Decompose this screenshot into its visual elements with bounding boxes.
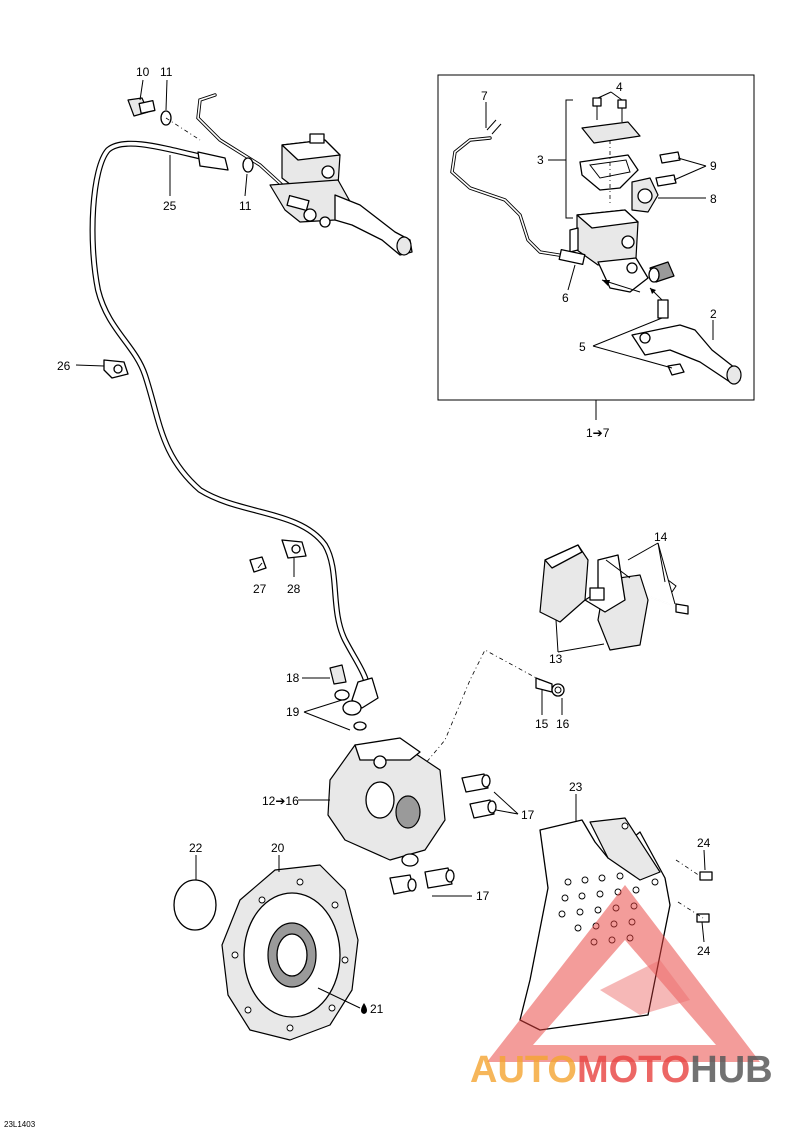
callout-11-bottom: 11 bbox=[239, 199, 252, 213]
callout-26: 26 bbox=[57, 359, 71, 373]
callout-2: 2 bbox=[710, 307, 717, 321]
document-id: 23L1403 bbox=[4, 1120, 36, 1129]
callout-11-top: 11 bbox=[160, 65, 173, 79]
watermark-triangle-logo bbox=[487, 885, 760, 1062]
o-ring bbox=[173, 879, 217, 931]
bleeder-valve bbox=[535, 677, 565, 697]
kit-switch-wire bbox=[450, 119, 586, 266]
callout-labels: 1➔7 2 3 4 5 6 7 8 9 10 11 11 12➔16 13 14… bbox=[57, 65, 717, 1016]
callout-27: 27 bbox=[253, 582, 267, 596]
watermark-part-moto: MOTO bbox=[577, 1049, 690, 1091]
callout-17-lower: 17 bbox=[476, 889, 490, 903]
callout-6: 6 bbox=[562, 291, 569, 305]
callout-25: 25 bbox=[163, 199, 177, 213]
callout-21: 21 bbox=[370, 1002, 384, 1016]
callout-1-to-7: 1➔7 bbox=[586, 426, 610, 440]
master-cylinder-kit-frame bbox=[437, 74, 755, 420]
brake-pads bbox=[539, 544, 689, 651]
brake-caliper bbox=[327, 737, 497, 895]
brake-hose bbox=[89, 140, 379, 709]
callout-19: 19 bbox=[286, 705, 300, 719]
kit-exploded-parts bbox=[569, 97, 742, 385]
callout-12-to-16: 12➔16 bbox=[262, 794, 299, 808]
watermark-part-auto: AUTO bbox=[470, 1049, 577, 1091]
callout-15: 15 bbox=[535, 717, 549, 731]
callout-18: 18 bbox=[286, 671, 300, 685]
callout-9: 9 bbox=[710, 159, 717, 173]
caliper-banjo-fitting bbox=[329, 664, 367, 731]
callout-3: 3 bbox=[537, 153, 544, 167]
callout-22: 22 bbox=[189, 841, 203, 855]
callout-13: 13 bbox=[549, 652, 563, 666]
callout-14: 14 bbox=[654, 530, 668, 544]
watermark-part-hub: HUB bbox=[690, 1049, 772, 1091]
watermark-logo-text: AUTOMOTOHUB bbox=[470, 1049, 773, 1091]
callout-28: 28 bbox=[287, 582, 301, 596]
callout-24-bottom: 24 bbox=[697, 944, 711, 958]
callout-16: 16 bbox=[556, 717, 570, 731]
hose-clips bbox=[103, 359, 307, 573]
switch-wire-main bbox=[196, 93, 284, 187]
callout-20: 20 bbox=[271, 841, 285, 855]
callout-7: 7 bbox=[481, 89, 488, 103]
mounting-axis bbox=[419, 649, 541, 771]
watermark bbox=[487, 885, 760, 1062]
callout-5: 5 bbox=[579, 340, 586, 354]
leader-lines bbox=[75, 79, 714, 1009]
callout-17-upper: 17 bbox=[521, 808, 535, 822]
brake-disc bbox=[221, 864, 359, 1041]
lubricant-drop-icon bbox=[361, 1003, 367, 1014]
callout-24-top: 24 bbox=[697, 836, 711, 850]
callout-23: 23 bbox=[569, 780, 583, 794]
callout-8: 8 bbox=[710, 192, 717, 206]
callout-4: 4 bbox=[616, 80, 623, 94]
master-cylinder-assembly bbox=[127, 97, 413, 256]
callout-10: 10 bbox=[136, 65, 150, 79]
